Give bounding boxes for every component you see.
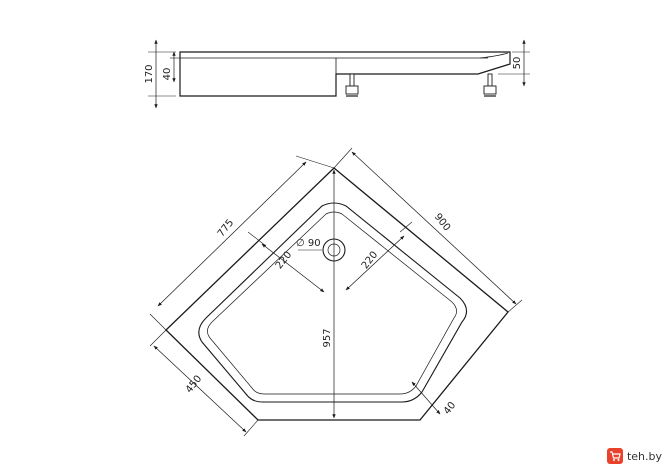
dim-label-220-left: 220 xyxy=(274,250,294,272)
dim-label-775: 775 xyxy=(216,218,236,240)
tray-profile xyxy=(179,51,511,97)
dim-label-40-side: 40 xyxy=(162,68,173,81)
plan-view: ∅ 90 957 220 220 775 xyxy=(149,147,523,437)
dim-height-back: 50 xyxy=(498,39,530,87)
watermark-text: teh.by xyxy=(626,449,662,463)
cart-icon xyxy=(606,448,623,464)
site-watermark: teh.by xyxy=(606,447,662,465)
dim-label-957: 957 xyxy=(322,328,333,347)
dim-label-900: 900 xyxy=(432,212,452,234)
tray-outer-contour xyxy=(165,167,509,421)
side-view: 170 40 50 xyxy=(144,39,530,109)
dim-label-220-right: 220 xyxy=(360,250,380,272)
dim-height-front: 40 xyxy=(162,51,180,83)
tray-basin-edge xyxy=(207,211,457,395)
dim-label-drain-diameter: ∅ 90 xyxy=(296,238,321,249)
dim-depth: 957 xyxy=(322,169,336,419)
dim-height-total: 170 xyxy=(144,39,176,109)
leg-left xyxy=(345,73,359,97)
dim-rim-width: 40 xyxy=(411,381,459,417)
dim-label-170: 170 xyxy=(144,64,155,83)
dim-label-50: 50 xyxy=(512,57,523,70)
tray-basin-inner xyxy=(198,202,468,403)
dim-label-40-rim: 40 xyxy=(442,400,459,417)
dim-side-short: 450 xyxy=(149,329,259,437)
leg-right xyxy=(483,73,497,97)
